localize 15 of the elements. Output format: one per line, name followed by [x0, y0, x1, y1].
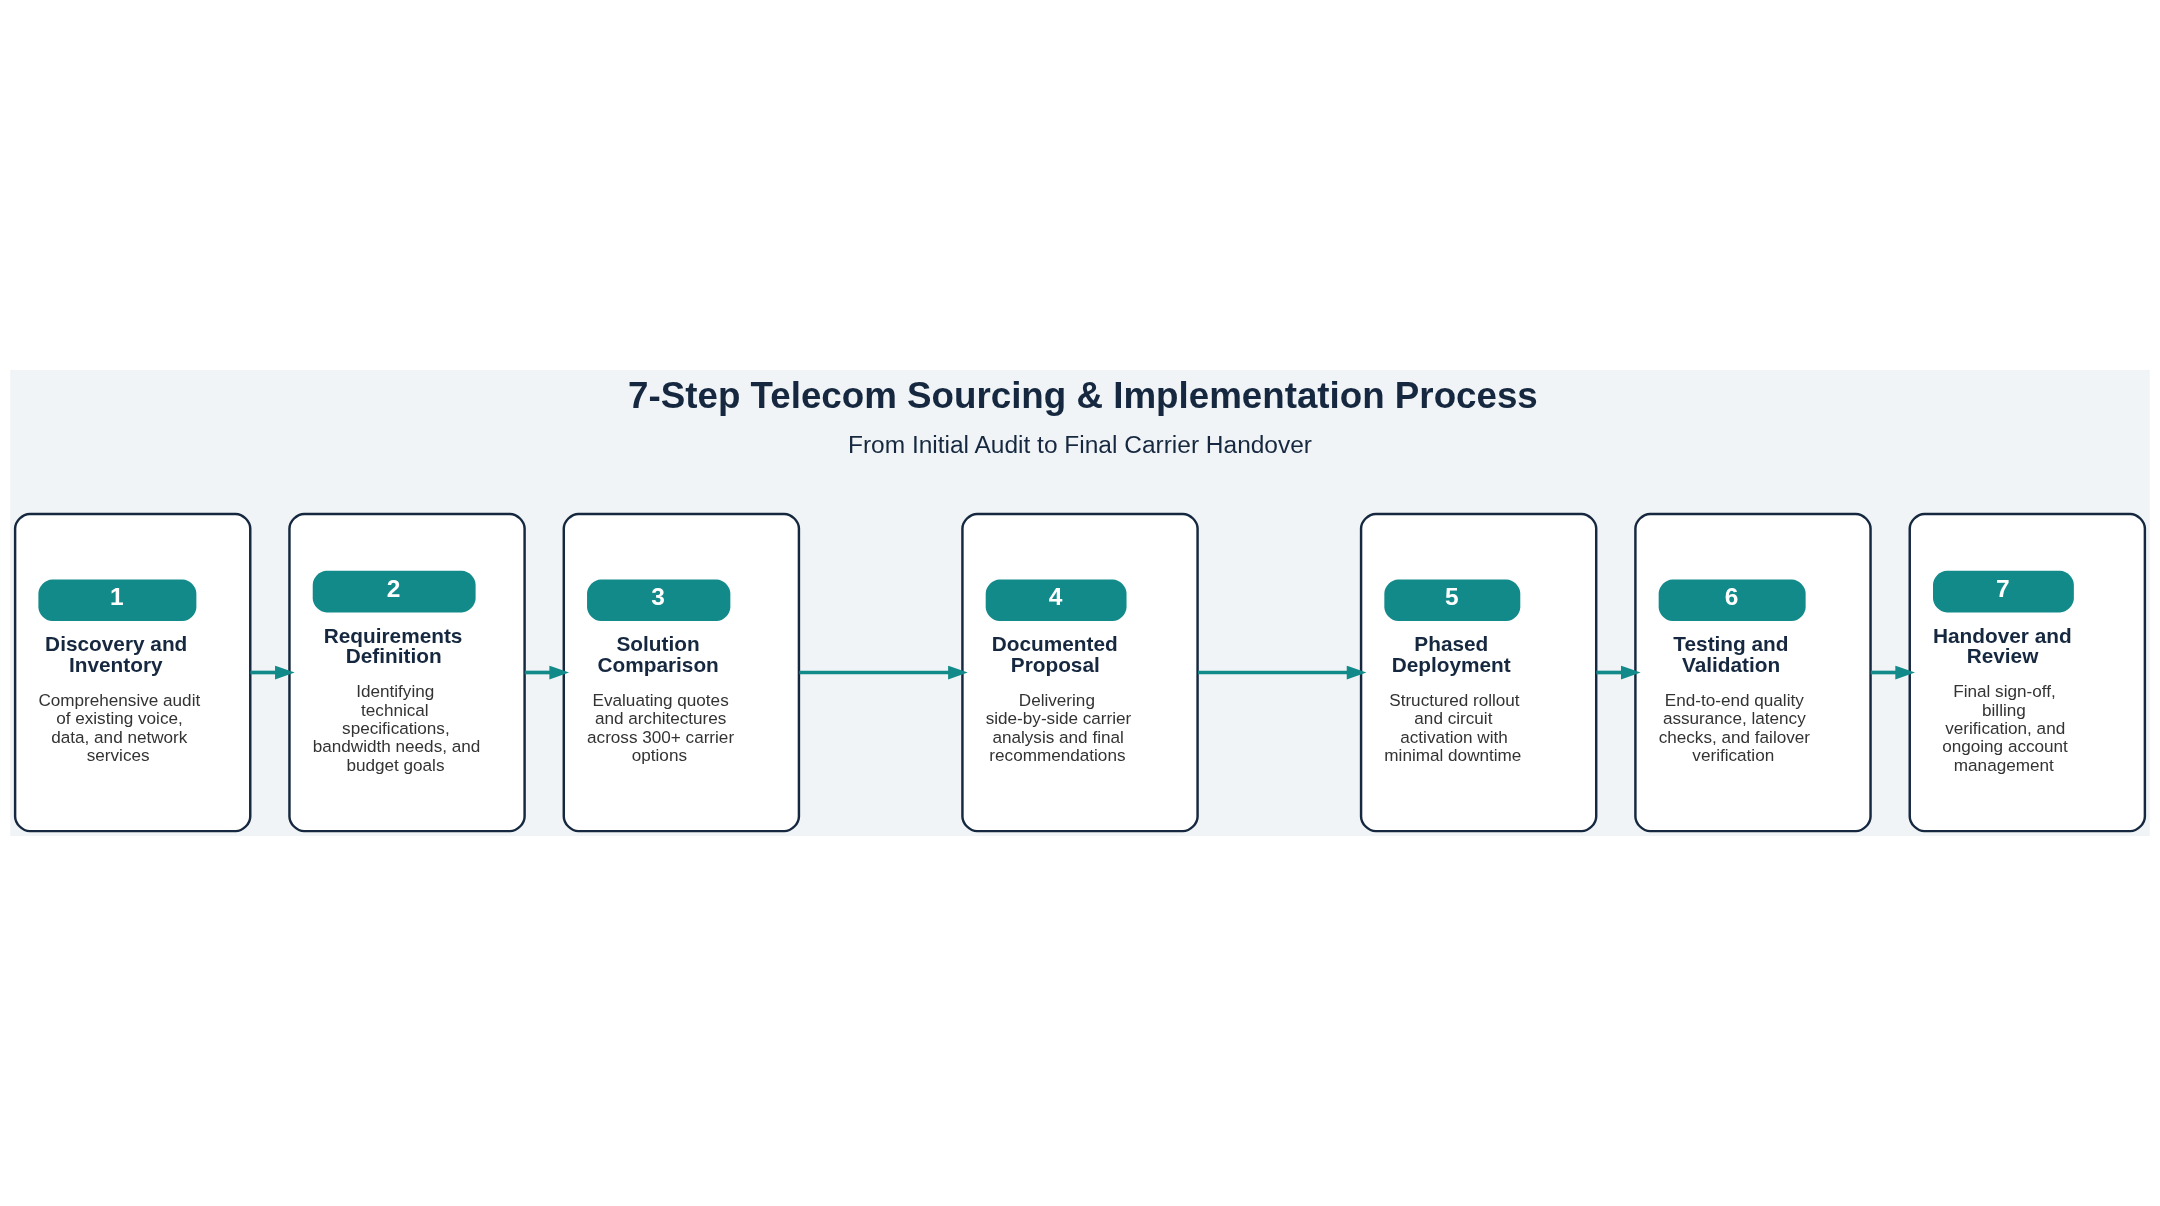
- arrow: [250, 665, 295, 680]
- node-box: 7 Handover and Review Final sign-off, billing verification, and ongoing account management: [1908, 512, 2147, 833]
- node-box: 1 Discovery and Inventory Comprehensive audit of existing voice, data, and network services: [13, 512, 252, 833]
- node-box: 2 Requirements Definition Identifying technical specifications, bandwidth needs, and budget goals: [288, 512, 526, 833]
- node-box: 4 Documented Proposal Delivering side-by-side carrier analysis and final recommendations: [961, 512, 1199, 833]
- node-box: 3 Solution Comparison Evaluating quotes and architectures across 300+ carrier options: [562, 512, 801, 833]
- node-box: 6 Testing and Validation End-to-end quality assurance, latency checks, and failover verification: [1634, 512, 1872, 833]
- arrow: [1870, 665, 1915, 680]
- diagram-title: 7-Step Telecom Sourcing & Implementation Process: [628, 374, 1538, 416]
- arrow: [799, 665, 968, 680]
- node-box: 5 Phased Deployment Structured rollout and circuit activation with minimal downtime: [1359, 512, 1598, 833]
- arrow: [524, 665, 569, 680]
- arrow: [1197, 665, 1367, 680]
- label: From Initial Audit to Final Carrier Handover: [847, 431, 1313, 459]
- arrow: [1596, 665, 1641, 680]
